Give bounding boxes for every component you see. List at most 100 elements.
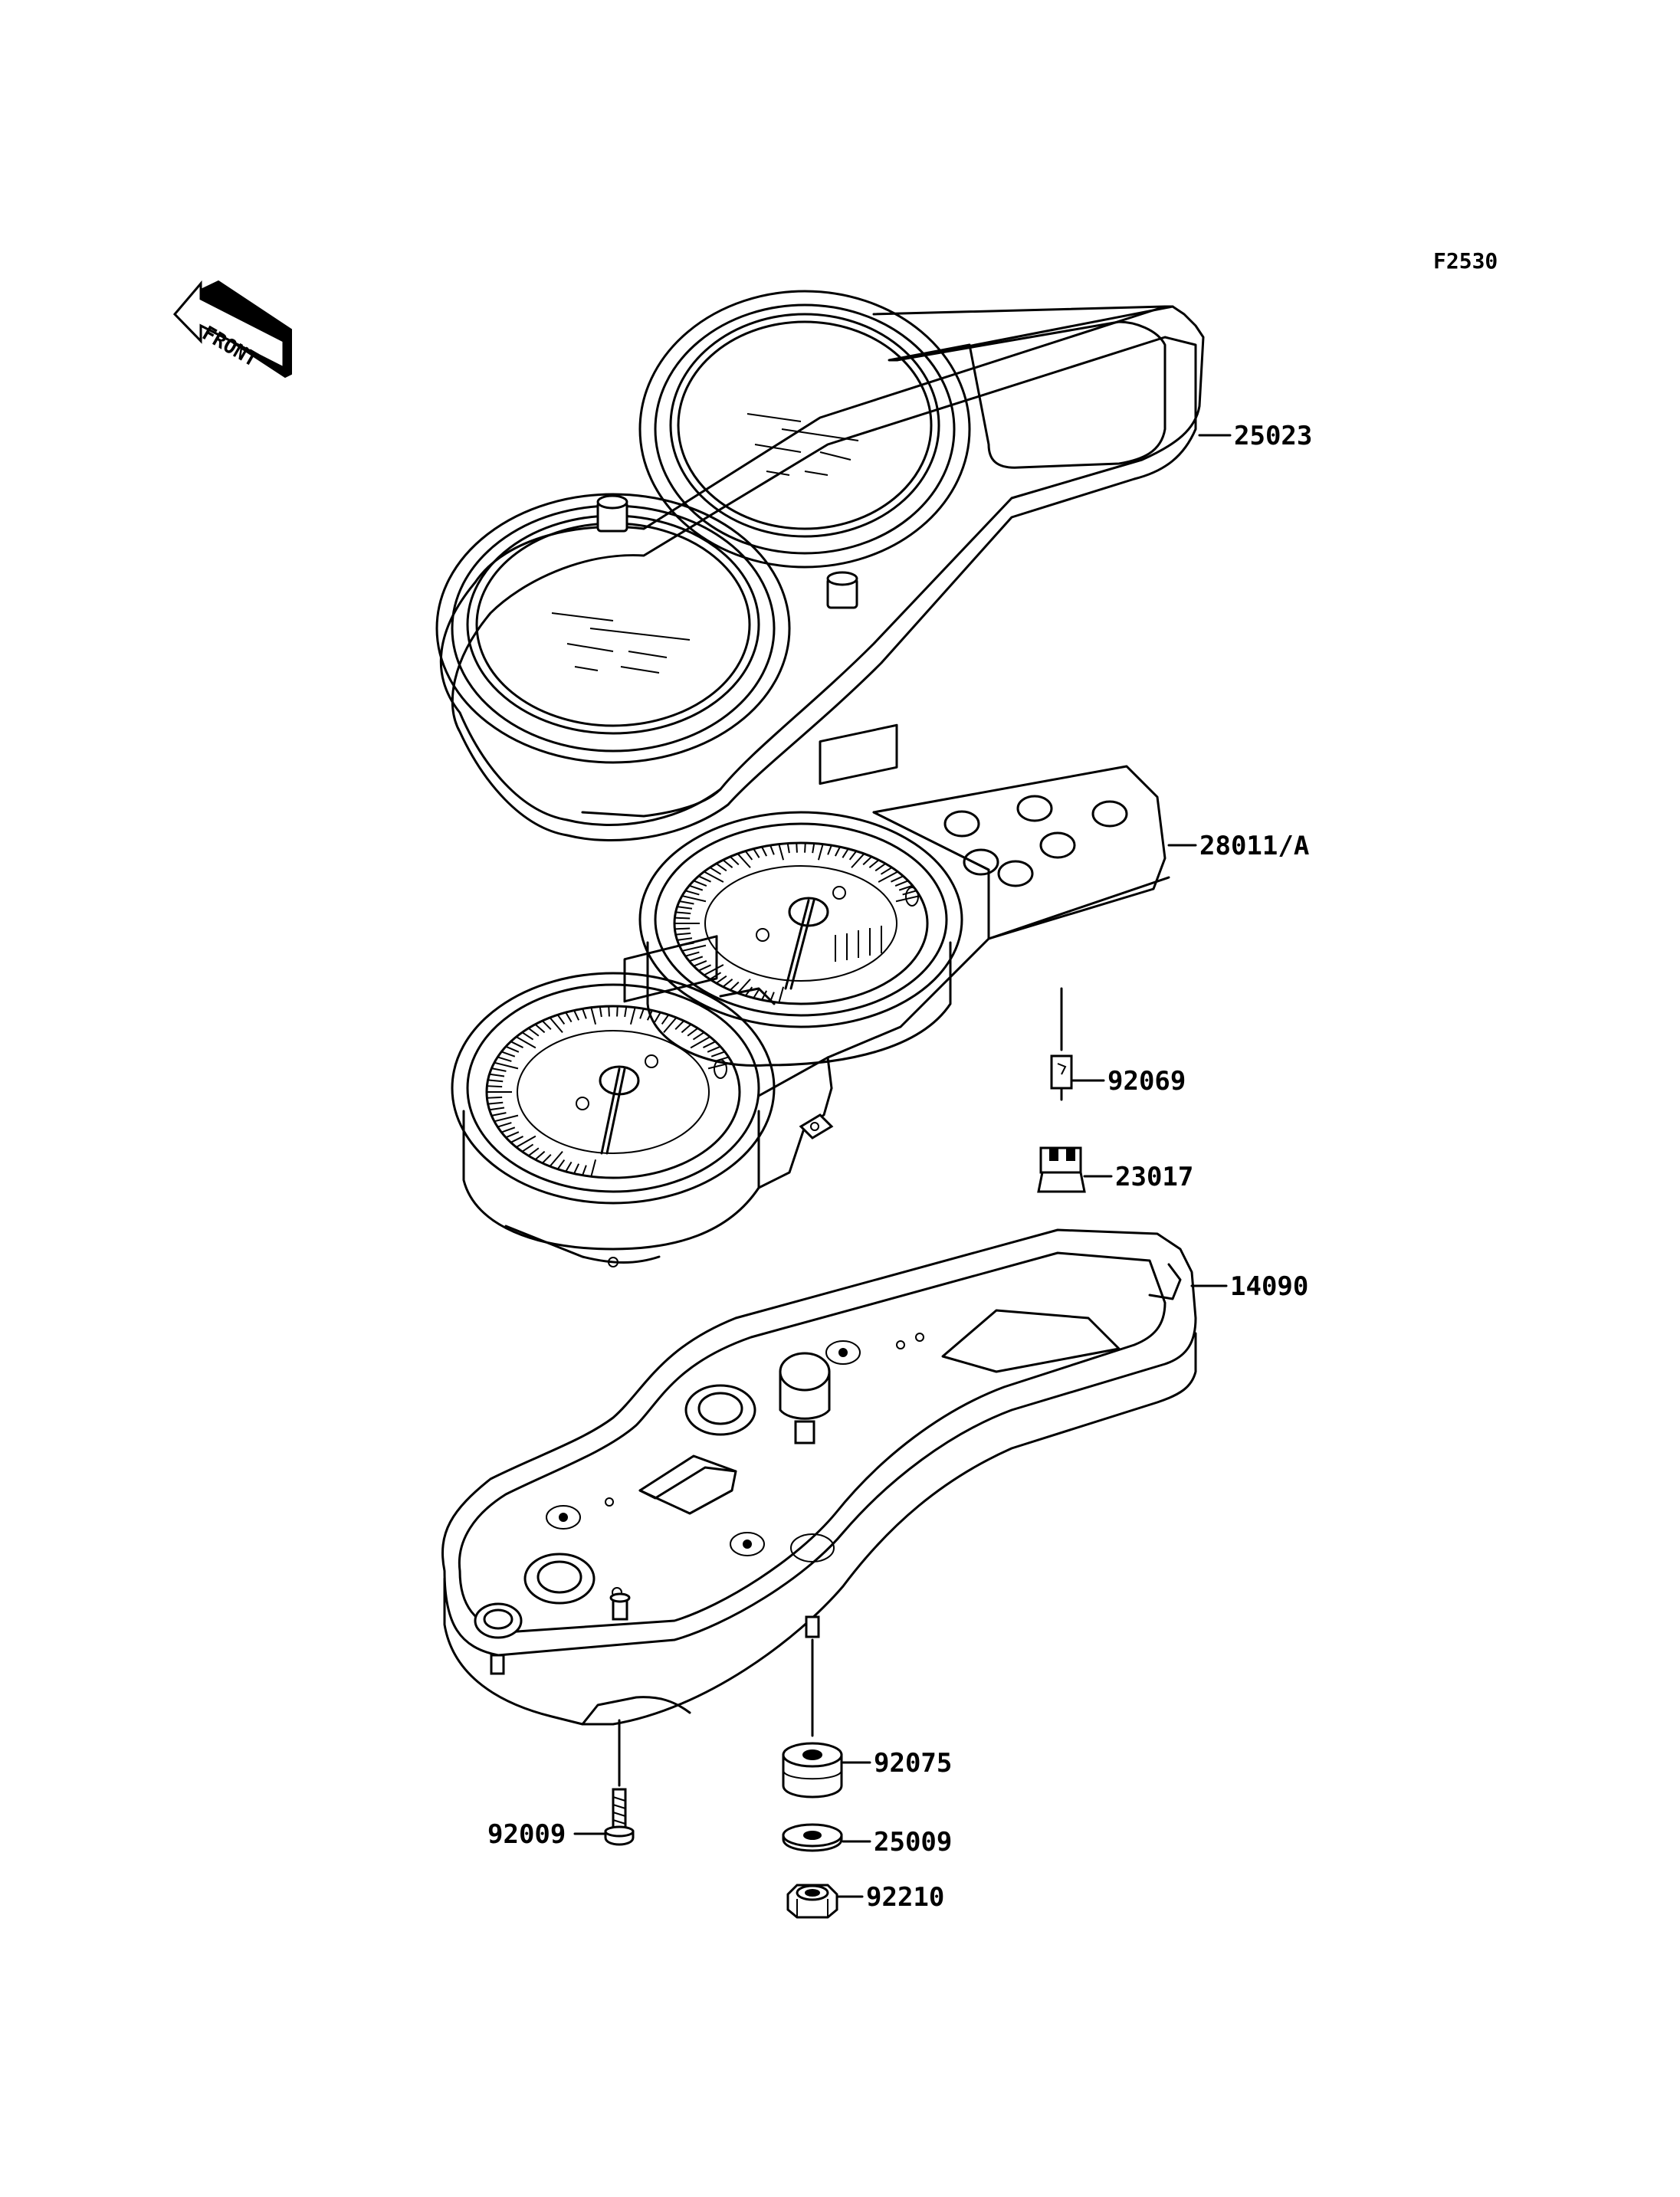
bulb-icon: [1050, 1054, 1073, 1101]
gauge-tick: [527, 1147, 540, 1157]
tach-bar-segments: [835, 926, 882, 962]
gauge-tick: [878, 871, 898, 883]
gauge-tick: [880, 867, 893, 875]
gauge-tick: [616, 1006, 619, 1017]
gauge-tick: [687, 1027, 699, 1037]
knob-right: [826, 571, 858, 609]
gauge-tick: [891, 875, 904, 883]
gauge-tick: [534, 1023, 546, 1034]
screw-icon: [604, 1788, 635, 1846]
part-label-meter-case: 14090: [1230, 1271, 1308, 1302]
gauge-tick: [693, 880, 707, 887]
nut-icon: [786, 1884, 838, 1919]
gauge-tick: [851, 853, 865, 868]
gauge-tick: [679, 900, 694, 905]
gauge-tick: [661, 1014, 670, 1025]
gauge-tick: [677, 906, 693, 910]
gauge-tick: [730, 856, 740, 866]
gauge-tick: [497, 1122, 512, 1128]
gauge-tick: [698, 964, 711, 972]
gauge-tick: [487, 1079, 504, 1083]
gauge-tick: [716, 975, 727, 984]
gauge-tick: [895, 895, 920, 903]
gauge-tick: [500, 1126, 516, 1133]
gauge-tick: [848, 851, 858, 861]
part-label-screw: 92009: [487, 1819, 566, 1850]
gauge-tick: [710, 1051, 726, 1058]
washer-icon: [782, 1823, 843, 1852]
gauge-tick: [753, 848, 760, 858]
gauge-tick: [827, 844, 832, 855]
gauge-tick: [786, 843, 790, 854]
front-arrow-icon: FRONT: [172, 280, 292, 379]
gauge-tick: [491, 1112, 507, 1117]
case-post: [609, 1592, 631, 1621]
gauge-tick: [744, 851, 753, 861]
gauge-tick: [489, 1107, 505, 1111]
case-boss: [779, 1352, 831, 1444]
gauge-tick: [549, 1017, 563, 1034]
gauge-tick: [674, 927, 691, 930]
knob-left: [596, 494, 628, 533]
gauge-tick: [510, 1041, 523, 1048]
case-grommets: [474, 1384, 756, 1639]
gauge-tick: [804, 843, 806, 853]
gauge-tick: [510, 1136, 523, 1143]
gauge-tick: [709, 867, 722, 875]
gauge-tick: [542, 1020, 552, 1030]
gauge-tick: [573, 1163, 580, 1174]
gauge-tick: [761, 846, 768, 857]
gauge-tick: [675, 911, 691, 915]
gauge-tick: [778, 986, 785, 1003]
gauge-tick: [534, 1150, 546, 1161]
top-glass-glare: [746, 413, 859, 476]
gauge-tick: [681, 1023, 692, 1034]
gauge-tick: [646, 1010, 653, 1021]
gauge-tick: [491, 1067, 507, 1072]
gauge-tick: [590, 1007, 597, 1025]
gauge-tick: [677, 937, 693, 941]
gauge-tick: [868, 859, 880, 868]
part-label-meter-cover: 25023: [1234, 421, 1312, 451]
gauge-tick: [722, 859, 733, 868]
gauge-tick: [684, 890, 700, 896]
gauge-tick: [573, 1010, 580, 1021]
gauge-tick: [516, 1135, 536, 1148]
gauge-tick: [796, 843, 798, 853]
part-label-socket: 23017: [1115, 1162, 1193, 1192]
bottom-glass-glare: [551, 612, 691, 674]
gauge-tick: [516, 1036, 536, 1049]
gauge-tick: [778, 844, 785, 861]
gauge-tick: [674, 1020, 684, 1030]
gauge-tick: [707, 1061, 733, 1070]
gauge-tick: [549, 1150, 563, 1167]
gauge-tick: [505, 1131, 520, 1139]
gauge-tick: [684, 951, 700, 957]
gauge-tick: [753, 989, 760, 998]
gauge-tick: [707, 1045, 721, 1053]
case-holes: [546, 1333, 924, 1598]
gauge-tick: [769, 844, 775, 855]
gauge-tick: [565, 1161, 573, 1172]
gauge-tick: [709, 972, 722, 980]
gauge-tick: [716, 863, 727, 872]
gauge-tick: [494, 1114, 519, 1123]
gauge-tick: [693, 960, 707, 967]
gauge-tick: [862, 856, 872, 866]
gauge-tick: [527, 1027, 540, 1037]
housing-holes: [943, 795, 1128, 887]
gauge-tick: [675, 932, 691, 936]
gauge-tick: [654, 1012, 661, 1023]
gauge-tick: [842, 848, 849, 858]
gauge-tick: [599, 1006, 602, 1018]
gauge-tick: [703, 1041, 716, 1048]
gauge-tick: [624, 1006, 628, 1018]
gauge-tick: [722, 979, 733, 988]
gauge-tick: [556, 1014, 566, 1025]
gauge-tick: [582, 1008, 587, 1019]
gauge-tick: [542, 1154, 552, 1164]
gauge-tick: [565, 1012, 573, 1023]
gauge-tick: [688, 956, 704, 962]
gauge-tick: [817, 844, 824, 861]
gauge-tick: [690, 1036, 710, 1049]
